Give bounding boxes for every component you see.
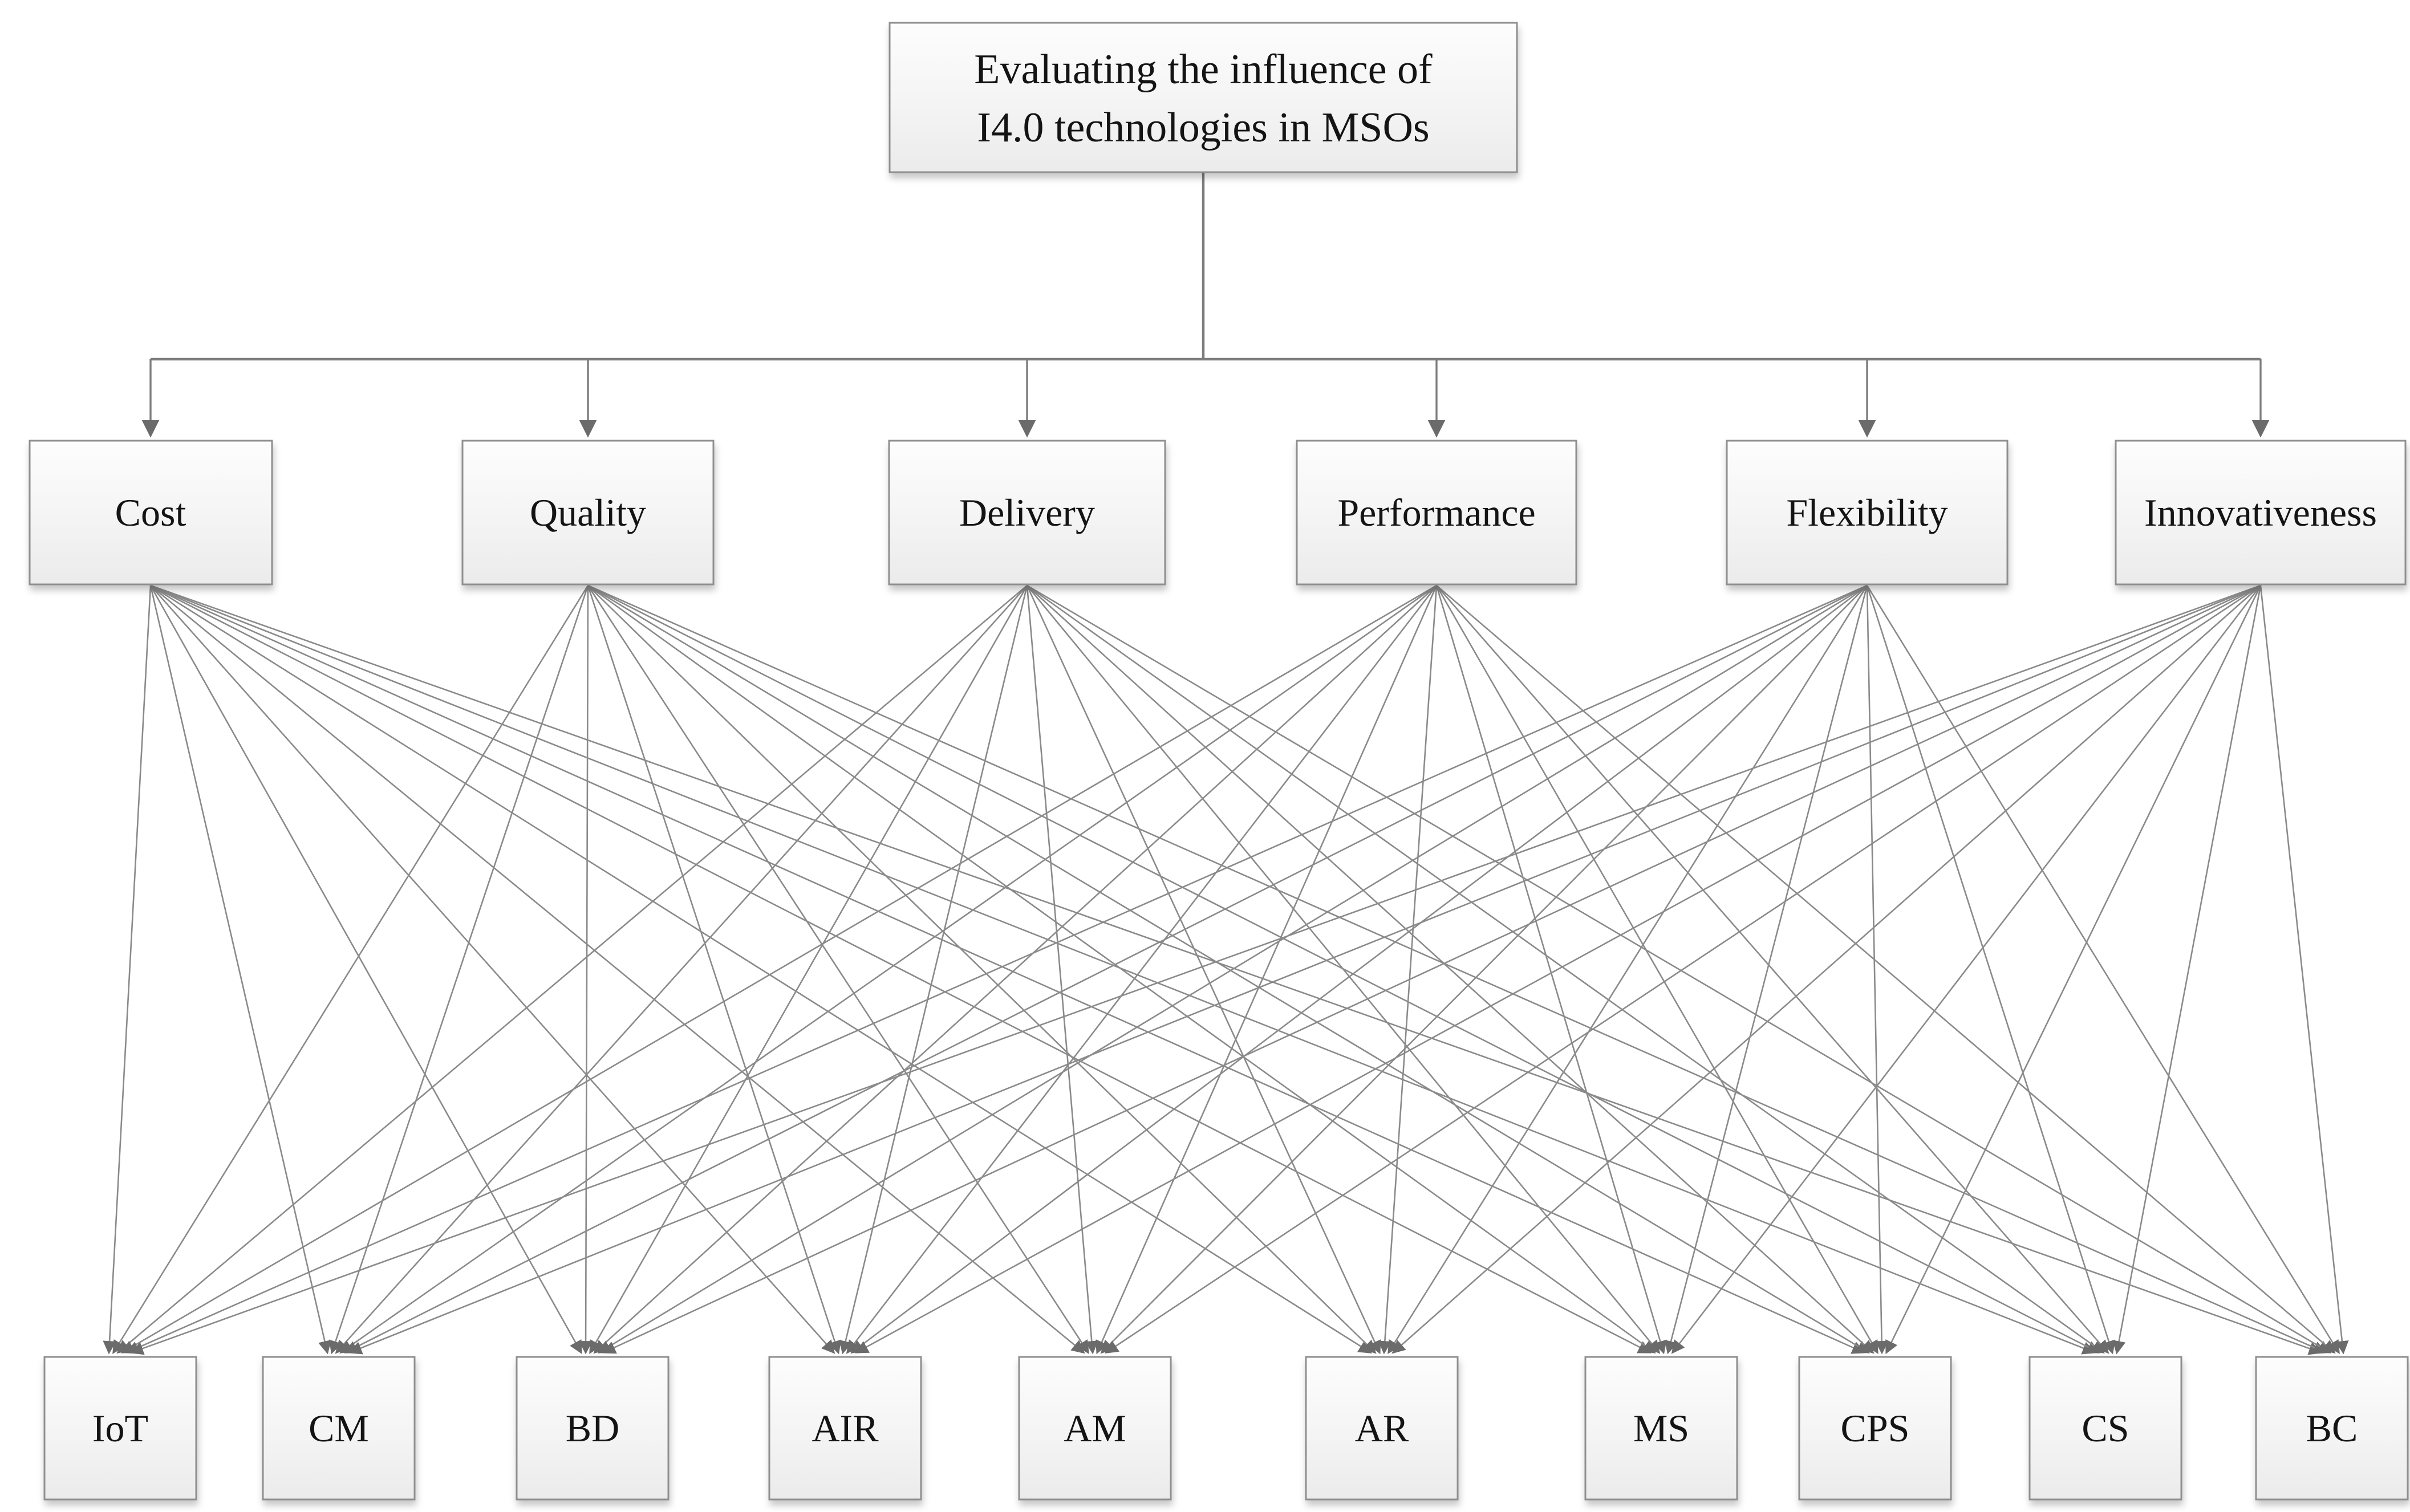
criterion-box-flexibility: Flexibility <box>1726 440 2009 586</box>
criterion-to-alternative-arrow <box>602 584 2261 1354</box>
criterion-label-performance: Performance <box>1337 491 1535 534</box>
alternative-label-ar: AR <box>1355 1407 1409 1450</box>
criterion-to-alternative-arrow <box>329 585 589 1355</box>
criterion-to-alternative-arrow <box>1671 585 2262 1354</box>
criterion-to-alternative-arrow <box>587 584 1871 1354</box>
criterion-to-alternative-arrow <box>1387 585 1868 1354</box>
criterion-box-delivery: Delivery <box>888 440 1166 586</box>
criterion-to-alternative-arrow <box>1436 585 2109 1354</box>
alternative-label-iot: IoT <box>92 1407 148 1450</box>
criterion-box-cost: Cost <box>29 440 273 586</box>
alternative-box-bc: BC <box>2255 1356 2409 1501</box>
criterion-to-alternative-arrow <box>579 585 593 1355</box>
criterion-to-alternative-arrow <box>1026 585 1098 1355</box>
criterion-to-alternative-arrow <box>150 584 2323 1355</box>
alternative-box-air: AIR <box>768 1356 922 1501</box>
criterion-to-alternative-arrow <box>1866 585 2340 1354</box>
alternative-label-am: AM <box>1064 1407 1126 1450</box>
criterion-to-alternative-arrow <box>587 584 2327 1354</box>
criterion-to-alternative-arrow <box>597 584 1868 1354</box>
criterion-to-alternative-arrow <box>150 584 1372 1354</box>
criterion-label-innovativeness: Innovativeness <box>2144 491 2377 534</box>
criterion-to-alternative-arrow <box>150 584 1085 1354</box>
criterion-to-alternative-arrow <box>1885 585 2262 1355</box>
criterion-to-alternative-arrow <box>1100 585 1868 1354</box>
criterion-to-alternative-arrow <box>854 584 2261 1354</box>
criterion-label-cost: Cost <box>115 491 186 534</box>
criterion-to-alternative-arrow <box>1391 585 2261 1354</box>
criterion-to-alternative-arrow <box>2112 585 2262 1355</box>
criterion-label-flexibility: Flexibility <box>1786 491 1948 534</box>
criterion-to-alternative-arrow <box>1435 585 1878 1355</box>
criterion-to-alternative-arrow <box>339 584 1437 1354</box>
alternative-box-am: AM <box>1018 1356 1172 1501</box>
alternative-box-cps: CPS <box>1798 1356 1952 1501</box>
alternative-label-ms: MS <box>1633 1407 1689 1450</box>
criterion-to-alternative-arrow <box>1105 584 2261 1354</box>
criterion-to-alternative-arrow <box>150 584 1652 1354</box>
criterion-to-alternative-arrow <box>587 585 1377 1354</box>
criterion-to-alternative-arrow <box>846 585 1438 1354</box>
criterion-to-alternative-arrow <box>839 585 1028 1355</box>
alternative-label-air: AIR <box>812 1407 879 1450</box>
criterion-to-alternative-arrow <box>593 585 1437 1354</box>
criterion-to-alternative-arrow <box>587 585 841 1355</box>
criterion-to-alternative-arrow <box>1664 585 1868 1355</box>
criterion-to-alternative-arrow <box>587 584 1656 1354</box>
alternative-box-bd: BD <box>516 1356 670 1501</box>
criterion-to-alternative-arrow <box>1027 584 2332 1354</box>
criterion-to-alternative-arrow <box>2259 585 2349 1355</box>
criterion-to-alternative-arrow <box>150 585 835 1354</box>
alternative-box-cm: CM <box>262 1356 416 1501</box>
goal-box: Evaluating the influence of I4.0 technol… <box>888 22 1518 173</box>
criterion-box-performance: Performance <box>1296 440 1577 586</box>
goal-label-line1: Evaluating the influence of <box>974 46 1433 93</box>
criterion-to-alternative-arrow <box>1378 585 1438 1355</box>
alternative-box-ms: MS <box>1584 1356 1738 1501</box>
alternative-label-bd: BD <box>566 1407 619 1450</box>
criterion-label-quality: Quality <box>530 491 646 534</box>
criterion-to-alternative-arrow <box>116 585 1028 1354</box>
criterion-to-alternative-arrow <box>589 585 1028 1355</box>
alternative-box-iot: IoT <box>43 1356 197 1501</box>
criterion-to-alternative-arrow <box>149 585 331 1355</box>
criterion-to-alternative-arrow <box>112 585 589 1354</box>
alternative-box-ar: AR <box>1305 1356 1459 1501</box>
criterion-to-alternative-arrow <box>1027 584 2105 1354</box>
criterion-to-alternative-arrow <box>1866 585 2116 1355</box>
criterion-to-alternative-arrow <box>103 585 152 1355</box>
criterion-box-quality: Quality <box>461 440 715 586</box>
criterion-to-alternative-arrow <box>587 585 1089 1354</box>
criterion-to-alternative-arrow <box>1027 585 1875 1354</box>
criterion-label-delivery: Delivery <box>959 491 1095 534</box>
criterion-to-alternative-arrow <box>343 584 1868 1354</box>
criterion-to-alternative-arrow <box>850 584 1868 1354</box>
alternative-label-cs: CS <box>2082 1407 2129 1450</box>
criterion-to-alternative-arrow <box>150 584 1866 1354</box>
criterion-to-alternative-arrow <box>129 584 2261 1355</box>
criterion-to-alternative-arrow <box>125 584 1868 1354</box>
alternative-box-cs: CS <box>2028 1356 2182 1501</box>
alternative-label-cps: CPS <box>1841 1407 1910 1450</box>
criterion-to-alternative-arrow <box>348 584 2261 1355</box>
criterion-to-alternative-arrow <box>1435 585 1667 1355</box>
goal-label-line2: I4.0 technologies in MSOs <box>977 104 1429 151</box>
criterion-to-alternative-arrow <box>1026 585 1381 1355</box>
alternative-label-bc: BC <box>2306 1407 2358 1450</box>
criterion-to-alternative-arrow <box>149 585 582 1355</box>
criterion-to-alternative-arrow <box>1096 585 1438 1355</box>
criterion-to-alternative-arrow <box>1026 585 1661 1354</box>
alternative-label-cm: CM <box>309 1407 369 1450</box>
connector-lines <box>103 172 2349 1355</box>
criterion-to-alternative-arrow <box>335 585 1028 1354</box>
criterion-to-alternative-arrow <box>1866 585 1889 1355</box>
criterion-to-alternative-arrow <box>1436 585 2336 1354</box>
criterion-box-innovativeness: Innovativeness <box>2115 440 2407 586</box>
criterion-to-alternative-arrow <box>120 584 1437 1354</box>
